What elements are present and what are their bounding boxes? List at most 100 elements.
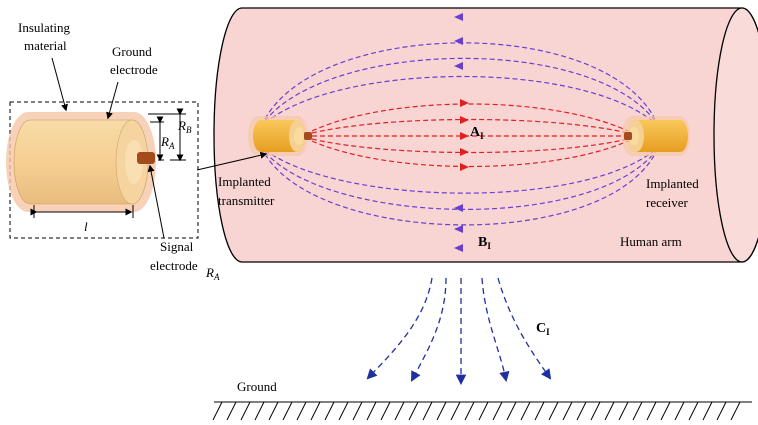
ground-hatch xyxy=(520,401,531,421)
path-c-label: CI xyxy=(536,321,550,337)
ground-hatch xyxy=(548,401,559,421)
ground-hatch xyxy=(716,401,727,421)
red-arrow-1 xyxy=(460,99,469,107)
red-arrow-5 xyxy=(460,163,469,171)
ra-label: RA xyxy=(160,134,175,151)
signal-electrode-label-2: electrode xyxy=(150,258,198,273)
ground-hatch xyxy=(562,401,573,421)
ground-hatch xyxy=(534,401,545,421)
transmitter-label-1: Implanted xyxy=(218,174,271,189)
red-line-2 xyxy=(311,118,629,134)
ground-hatch xyxy=(730,401,741,421)
ground-hatch xyxy=(646,401,657,421)
ground-hatch xyxy=(450,401,461,421)
red-arrow-2 xyxy=(460,116,469,124)
signal-electrode-tip xyxy=(137,152,155,164)
ground-hatch xyxy=(212,401,223,421)
ground-field-1 xyxy=(366,277,433,380)
ground-field-4 xyxy=(481,277,510,383)
purple-line-6 xyxy=(264,153,656,226)
ground-hatch xyxy=(576,401,587,421)
arm-end-cap xyxy=(713,7,758,263)
insulating-label-1: Insulating xyxy=(18,20,70,35)
ground-hatch xyxy=(604,401,615,421)
receiver-signal-tip xyxy=(624,132,632,140)
ground-hatch xyxy=(492,401,503,421)
ground-hatch xyxy=(380,401,391,421)
ground-hatch xyxy=(674,401,685,421)
transmitter-leader xyxy=(196,151,268,171)
ground-hatch xyxy=(282,401,293,421)
ground-hatch xyxy=(240,401,251,421)
signal-electrode-leader xyxy=(147,164,165,239)
ground-hatch xyxy=(394,401,405,421)
ground-hatch xyxy=(702,401,713,421)
ground-hatch xyxy=(296,401,307,421)
ground-hatch xyxy=(408,401,419,421)
ground-hatch xyxy=(436,401,447,421)
signal-electrode-label-1: Signal xyxy=(160,239,194,254)
purple-arrow-2 xyxy=(454,37,463,45)
ground-hatch xyxy=(660,401,671,421)
ground-label: Ground xyxy=(237,379,277,394)
path-b-label: BI xyxy=(478,235,491,251)
field-arrows-purple xyxy=(454,13,463,252)
stray-ra-label: RA xyxy=(205,265,220,282)
human-arm-cylinder xyxy=(213,7,758,263)
transmitter-signal-tip xyxy=(304,132,312,140)
red-line-5 xyxy=(311,140,629,168)
ground-hatch xyxy=(478,401,489,421)
purple-arrow-4 xyxy=(454,204,463,212)
ground-hatch xyxy=(352,401,363,421)
purple-arrow-1 xyxy=(454,13,463,21)
field-lines-red xyxy=(311,103,629,168)
rb-label: RB xyxy=(177,118,192,135)
ground-hatch xyxy=(310,401,321,421)
dimension-lines xyxy=(30,108,186,218)
transmitter-label-2: transmitter xyxy=(218,193,275,208)
ground-return-field xyxy=(366,277,552,386)
field-arrows-red xyxy=(460,99,469,171)
purple-arrow-5 xyxy=(454,225,463,233)
ground-hatching xyxy=(212,401,741,421)
receiver-label-1: Implanted xyxy=(646,176,699,191)
ground-plane xyxy=(212,401,752,421)
red-arrow-3 xyxy=(460,132,469,140)
ground-electrode-label-2: electrode xyxy=(110,62,158,77)
purple-line-5 xyxy=(264,151,656,210)
ground-hatch xyxy=(338,401,349,421)
ground-field-2 xyxy=(411,277,447,382)
human-arm-label: Human arm xyxy=(620,234,682,249)
implanted-receiver xyxy=(622,116,690,156)
ground-field-5 xyxy=(497,277,552,380)
ground-hatch xyxy=(254,401,265,421)
ground-hatch xyxy=(324,401,335,421)
length-label: l xyxy=(84,219,88,234)
purple-arrow-6 xyxy=(454,244,463,252)
ground-hatch xyxy=(268,401,279,421)
electrode-detail-drawing xyxy=(6,112,156,212)
ground-hatch xyxy=(226,401,237,421)
receiver-label-2: receiver xyxy=(646,195,689,210)
purple-line-4 xyxy=(264,149,656,194)
ground-hatch xyxy=(618,401,629,421)
purple-line-2 xyxy=(264,57,656,122)
ground-hatch xyxy=(688,401,699,421)
purple-line-3 xyxy=(264,75,656,124)
red-line-1 xyxy=(311,103,629,132)
path-a-label: AI xyxy=(470,125,484,141)
ground-hatch xyxy=(590,401,601,421)
ground-hatch xyxy=(464,401,475,421)
insulating-label-2: material xyxy=(24,38,67,53)
red-arrow-4 xyxy=(460,148,469,156)
red-line-4 xyxy=(311,138,629,154)
insulating-leader xyxy=(51,57,68,112)
purple-arrow-3 xyxy=(454,62,463,70)
ground-electrode-leader xyxy=(106,81,119,120)
ground-hatch xyxy=(506,401,517,421)
implanted-transmitter xyxy=(248,116,312,156)
ground-electrode-label-1: Ground xyxy=(112,44,152,59)
ground-hatch xyxy=(632,401,643,421)
ground-hatch xyxy=(366,401,377,421)
